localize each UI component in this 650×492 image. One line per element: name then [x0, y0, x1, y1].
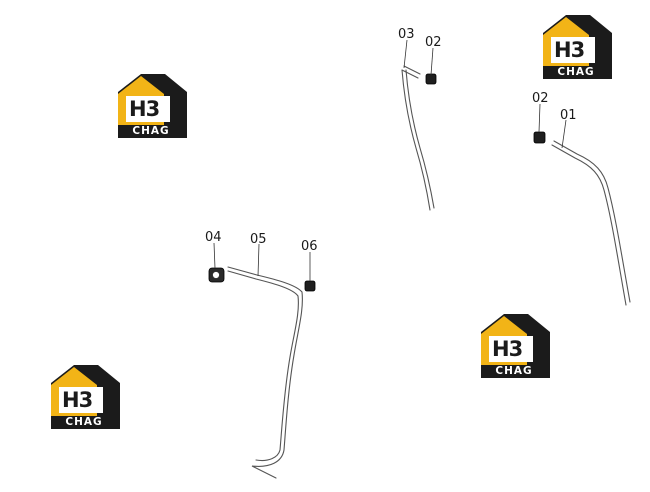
callout-01: 01 [560, 108, 577, 123]
watermark-logo: H3 CHAG [540, 13, 614, 79]
callout-02-top: 02 [425, 35, 442, 50]
pipe-03 [401, 69, 431, 211]
house-logo-icon [481, 314, 550, 378]
callout-03: 03 [398, 27, 415, 42]
house-logo-icon [118, 74, 187, 138]
fitting-06 [304, 280, 316, 292]
callout-05: 05 [250, 232, 267, 247]
pipe-05 [227, 266, 303, 479]
callout-06: 06 [301, 239, 318, 254]
callout-02-right: 02 [532, 91, 549, 106]
watermark-logo: H3 CHAG [48, 363, 122, 429]
house-logo-icon [51, 365, 120, 429]
pipe-01 [551, 144, 627, 306]
watermark-logo: H3 CHAG [478, 312, 552, 378]
watermark-logo: H3 CHAG [115, 72, 189, 138]
house-logo-icon [543, 15, 612, 79]
callout-04: 04 [205, 230, 222, 245]
fitting-02-top [425, 73, 437, 85]
fitting-02-right [533, 131, 546, 144]
